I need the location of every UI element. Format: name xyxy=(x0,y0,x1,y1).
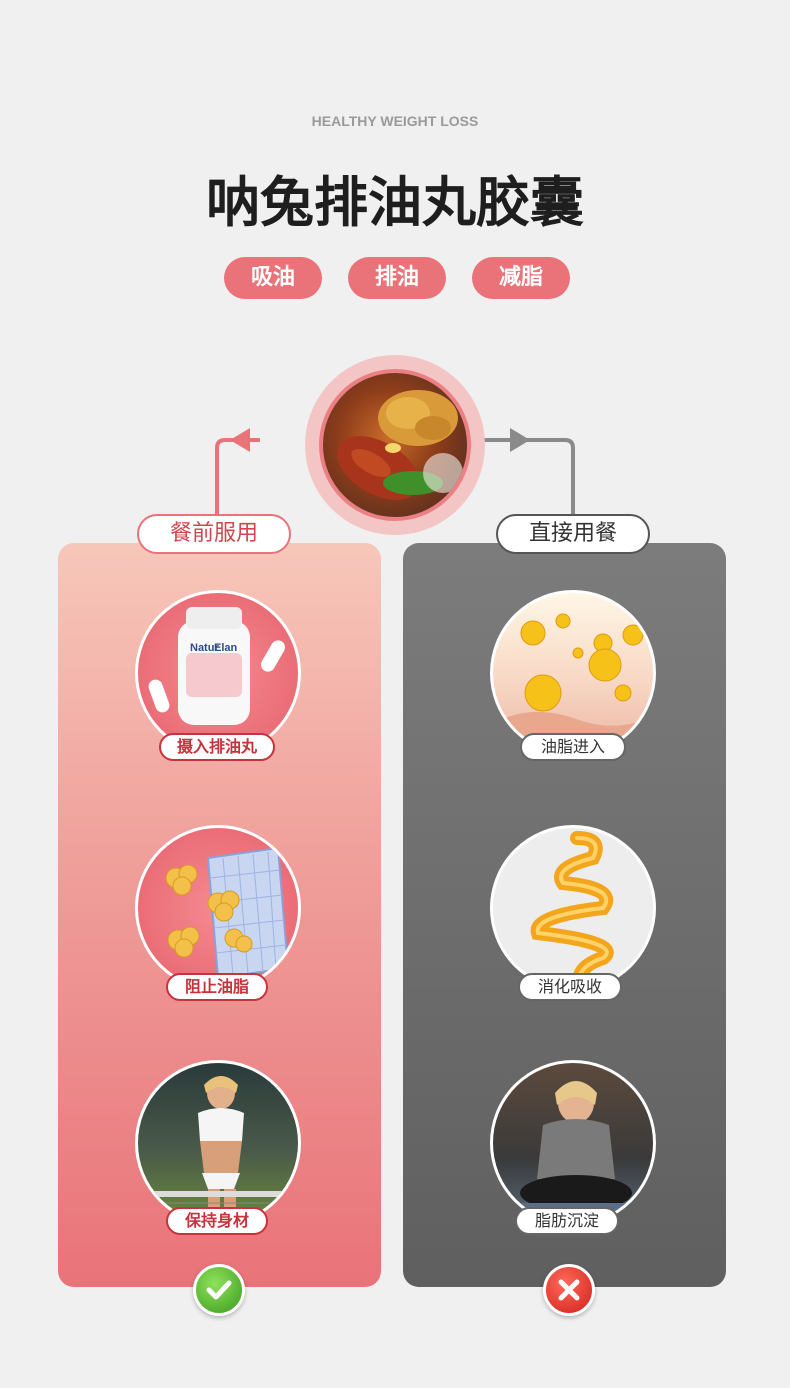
oil-absorption-image xyxy=(490,590,656,756)
fat-blocking-image xyxy=(135,825,301,991)
right-arrow-head xyxy=(510,428,530,452)
jar-brand-text-2: Elan xyxy=(214,642,238,654)
left-step-1: 摄入排油丸 xyxy=(159,733,275,761)
left-path-label: 餐前服用 xyxy=(137,514,291,554)
eyebrow-text: HEALTHY WEIGHT LOSS xyxy=(311,113,479,129)
right-step-1: 油脂进入 xyxy=(520,733,626,761)
pill-expel: 排油 xyxy=(348,257,446,299)
fried-food-image xyxy=(319,369,471,521)
left-arrow-head xyxy=(230,428,250,452)
left-step-3: 保持身材 xyxy=(166,1207,268,1235)
cross-icon xyxy=(543,1264,595,1316)
pill-reduce: 减脂 xyxy=(472,257,570,299)
overweight-woman-image xyxy=(490,1060,656,1226)
pill-absorb: 吸油 xyxy=(224,257,322,299)
capsule-jar-image: Natur Elan xyxy=(135,590,301,756)
right-step-3: 脂肪沉淀 xyxy=(515,1207,619,1235)
check-icon xyxy=(193,1264,245,1316)
right-path-label: 直接用餐 xyxy=(496,514,650,554)
right-step-2: 消化吸收 xyxy=(518,973,622,1001)
digestion-image xyxy=(490,825,656,991)
fit-woman-image xyxy=(135,1060,301,1226)
left-step-2: 阻止油脂 xyxy=(166,973,268,1001)
jar-brand-text-1: Natur xyxy=(190,642,219,654)
page-title: 呐兔排油丸胶囊 xyxy=(206,171,584,234)
